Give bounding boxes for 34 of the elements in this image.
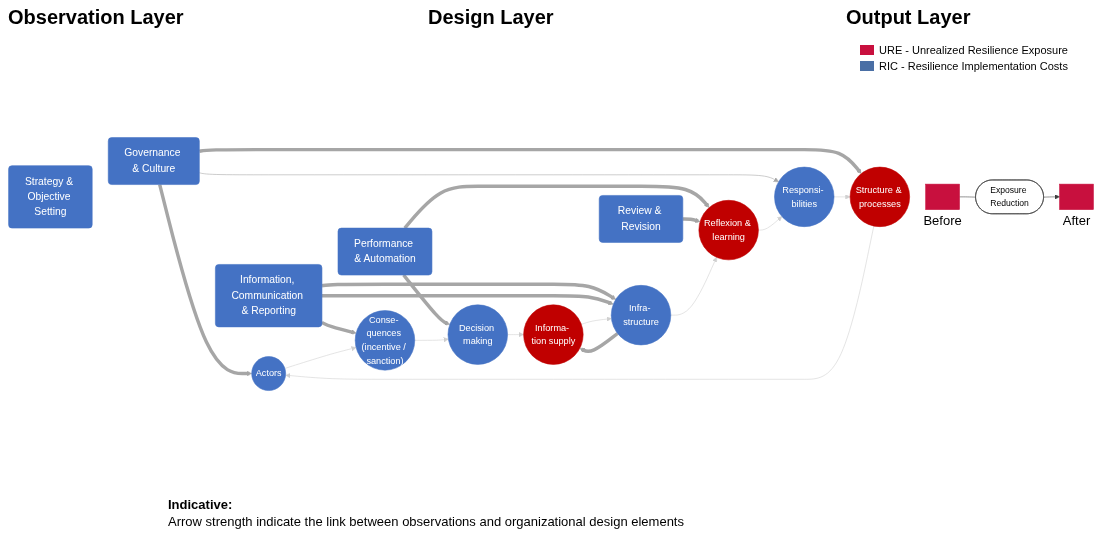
arrow (579, 332, 619, 353)
node-circle: Responsi- bilities (774, 166, 835, 227)
arrow (403, 184, 710, 230)
layer-heading: Output Layer (846, 6, 971, 29)
node-circle: Informa- tion supply (523, 304, 584, 365)
node-box: Information, Communication & Reporting (215, 264, 323, 328)
node-box: Review & Revision (598, 195, 684, 243)
node-bar (1059, 183, 1094, 210)
node-circle: Reflexion & learning (698, 199, 759, 261)
connector (959, 196, 977, 198)
bar-label: After (1062, 212, 1091, 228)
node-circle: Decision making (447, 304, 508, 365)
node-circle: Actors (251, 356, 286, 391)
arrow (158, 184, 252, 376)
arrow (198, 147, 862, 174)
note-text: Arrow strength indicate the link between observations and organizational design elements (168, 514, 684, 529)
layer-heading: Observation Layer (8, 6, 184, 29)
note-heading: Indicative: (168, 497, 234, 512)
arrow (321, 293, 614, 305)
node-circle: Infra- structure (610, 285, 672, 346)
arrow (321, 320, 357, 335)
node-circle: Structure & processes (849, 166, 910, 227)
arrow (321, 282, 616, 300)
arrow (402, 273, 450, 326)
arrow (682, 217, 701, 223)
node-box: Performance & Automation (337, 227, 433, 276)
node-bar (925, 183, 960, 210)
legend-label: RIC - Resilience Implementation Costs (879, 60, 1068, 72)
layer-heading: Design Layer (428, 6, 554, 29)
node-box: Governance & Culture (107, 137, 200, 185)
bar-label: Before (923, 212, 962, 228)
node-circle: Conse- quences (incentive / sanction) (354, 310, 416, 371)
legend-label: URE - Unrealized Resilience Exposure (879, 44, 1068, 56)
node-box: Strategy & Objective Setting (8, 165, 93, 229)
